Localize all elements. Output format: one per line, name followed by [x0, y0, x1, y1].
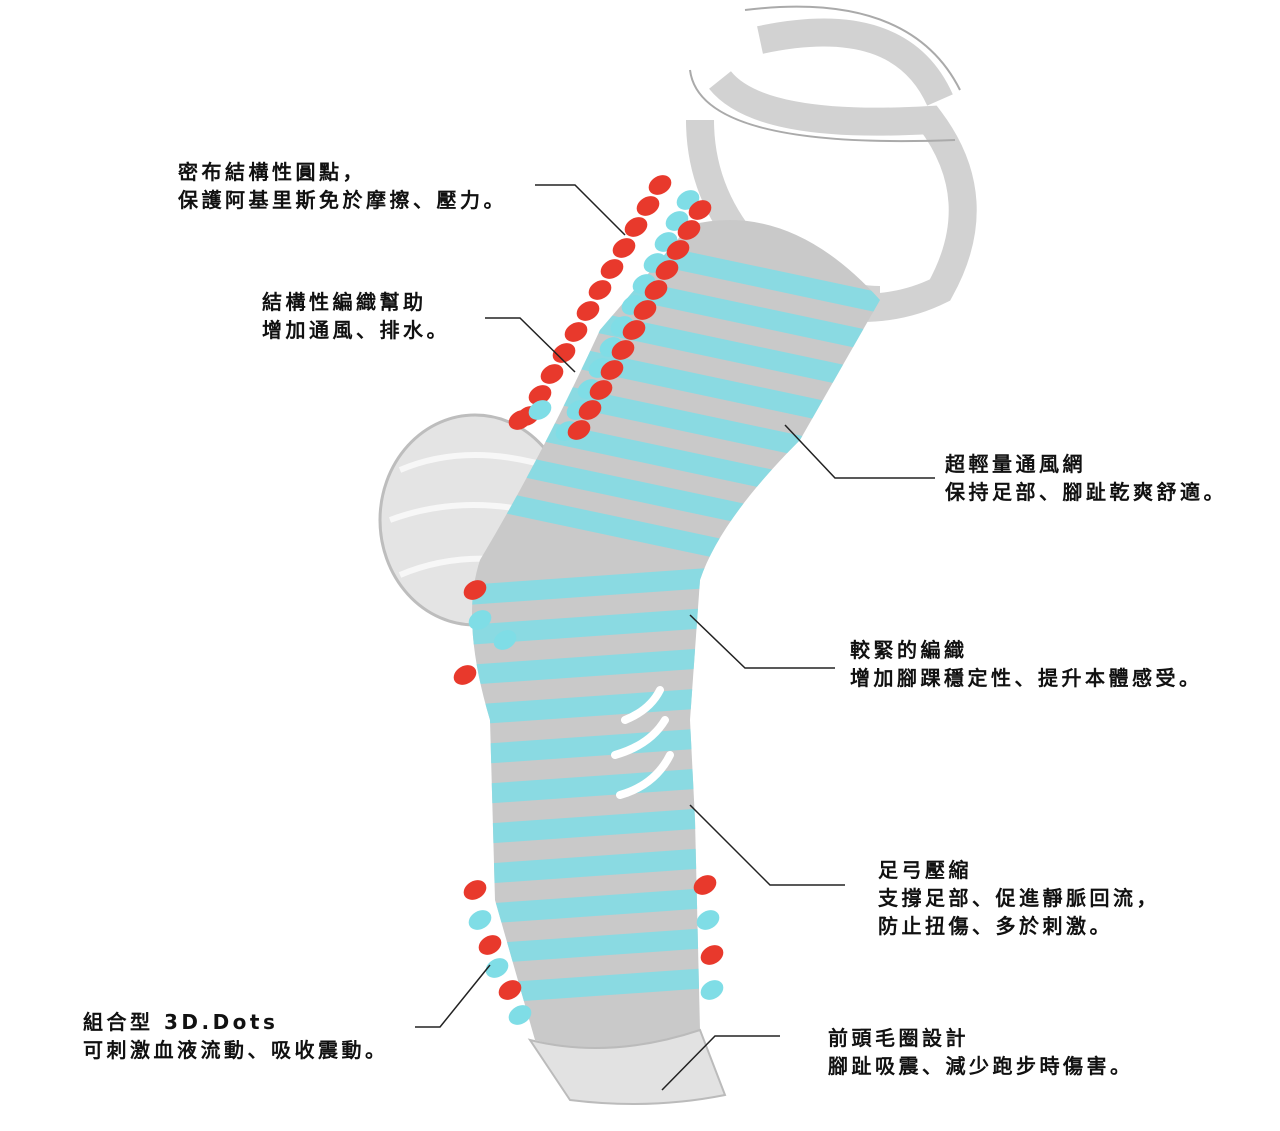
leader-line-toe: [661, 1035, 780, 1091]
cyan-dot: [696, 910, 720, 930]
cyan-dot: [508, 1005, 532, 1025]
3d-dots: [453, 175, 724, 1025]
callout-3d-dots: 組合型 3D.Dots 可刺激血液流動、吸收震動。: [83, 1008, 389, 1064]
callout-toe-terry: 前頭毛圈設計 腳趾吸震、減少跑步時傷害。: [828, 1024, 1134, 1080]
callout-mesh: 超輕量通風網 保持足部、腳趾乾爽舒適。: [945, 450, 1227, 506]
cyan-dot: [528, 400, 552, 420]
callout-line: 結構性編織幫助: [262, 290, 427, 314]
red-dot: [528, 385, 552, 405]
red-dot: [666, 240, 690, 260]
red-dot: [567, 420, 591, 440]
leader-line-mesh: [784, 424, 935, 479]
leader-line-achilles: [535, 184, 626, 236]
red-dot: [463, 880, 487, 900]
callout-line: 防止扭傷、多於刺激。: [878, 914, 1113, 938]
red-dot: [700, 945, 724, 965]
callout-arch-compression: 足弓壓縮 支撐足部、促進靜脈回流， 防止扭傷、多於刺激。: [878, 856, 1160, 940]
callout-line: 腳趾吸震、減少跑步時傷害。: [828, 1054, 1134, 1078]
callout-line: 超輕量通風網: [945, 452, 1086, 476]
red-dot: [612, 238, 636, 258]
callout-line: 可刺激血液流動、吸收震動。: [83, 1038, 389, 1062]
callout-tight-knit: 較緊的編織 增加腳踝穩定性、提升本體感受。: [850, 636, 1203, 692]
callout-line: 組合型 3D.Dots: [83, 1010, 279, 1034]
red-dot: [644, 280, 668, 300]
leader-lines: [415, 184, 935, 1091]
red-dot: [624, 217, 648, 237]
red-dot: [589, 380, 613, 400]
red-dot: [463, 580, 487, 600]
callout-line: 較緊的編織: [850, 638, 968, 662]
red-dot: [508, 410, 532, 430]
red-dot: [611, 340, 635, 360]
cyan-dot: [485, 958, 509, 978]
callout-line: 增加通風、排水。: [262, 318, 450, 342]
red-dot: [688, 200, 712, 220]
red-dot: [655, 260, 679, 280]
callout-line: 前頭毛圈設計: [828, 1026, 969, 1050]
red-dot: [600, 259, 624, 279]
cyan-dot: [493, 630, 517, 650]
red-dot: [478, 935, 502, 955]
callout-line: 支撐足部、促進靜脈回流，: [878, 886, 1160, 910]
callout-achilles-dots: 密布結構性圓點， 保護阿基里斯免於摩擦、壓力。: [178, 158, 507, 214]
leader-line-tight: [689, 614, 835, 669]
callout-line: 密布結構性圓點，: [178, 160, 366, 184]
red-dot: [648, 175, 672, 195]
red-dot: [600, 360, 624, 380]
red-dot: [498, 980, 522, 1000]
cyan-dot: [468, 910, 492, 930]
leader-line-dots: [415, 964, 491, 1028]
callout-line: 保護阿基里斯免於摩擦、壓力。: [178, 188, 507, 212]
red-dot: [576, 301, 600, 321]
red-dot: [588, 280, 612, 300]
red-dot: [622, 320, 646, 340]
red-dot: [540, 364, 564, 384]
red-dot: [578, 400, 602, 420]
red-dot: [564, 322, 588, 342]
red-dot: [677, 220, 701, 240]
cyan-dot: [700, 980, 724, 1000]
red-dot: [693, 875, 717, 895]
red-dot: [552, 343, 576, 363]
red-dot: [633, 300, 657, 320]
red-dot: [453, 665, 477, 685]
cyan-dot: [468, 610, 492, 630]
callout-structured-knit: 結構性編織幫助 增加通風、排水。: [262, 288, 450, 344]
callout-line: 保持足部、腳趾乾爽舒適。: [945, 480, 1227, 504]
callout-line: 足弓壓縮: [878, 858, 972, 882]
leader-line-arch: [689, 804, 845, 886]
red-dot: [636, 196, 660, 216]
callout-line: 增加腳踝穩定性、提升本體感受。: [850, 666, 1203, 690]
leader-line-knit: [485, 317, 576, 373]
toe-cap: [527, 1028, 727, 1105]
brand-logo-mark: [611, 686, 674, 799]
cuff-band-outline: [689, 5, 961, 143]
